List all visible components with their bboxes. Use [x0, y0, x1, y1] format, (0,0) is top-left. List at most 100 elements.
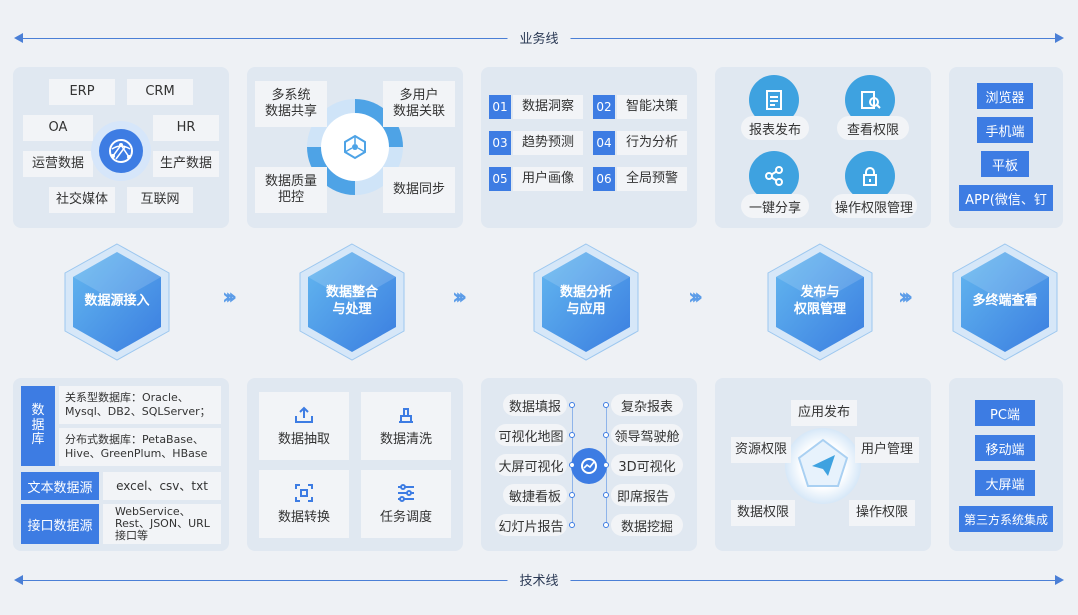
analysis-tool-item: 大屏可视化	[495, 454, 567, 476]
connector-dot	[569, 492, 575, 498]
connector-dot	[603, 522, 609, 528]
connector-dot	[603, 492, 609, 498]
analysis-item: 数据洞察	[513, 95, 583, 119]
process-item: 数据抽取	[259, 392, 349, 460]
lock-icon	[845, 151, 895, 201]
analysis-tool-item: 即席报告	[611, 484, 675, 506]
analysis-hub-icon	[571, 448, 607, 484]
permission-item: 操作权限	[849, 500, 915, 526]
stage-label: 数据整合 与处理	[325, 285, 378, 317]
terminal-item: 第三方系统集成	[959, 506, 1053, 532]
process-label: 任务调度	[379, 509, 432, 525]
permission-item: 应用发布	[791, 400, 857, 426]
analysis-item: 行为分析	[617, 131, 687, 155]
stage-hexagon: 多终端查看	[950, 242, 1060, 362]
source-chip: 互联网	[127, 187, 193, 213]
arrow-right-icon	[1055, 575, 1064, 585]
db-label: 数 据 库	[21, 386, 55, 466]
analysis-tool-item: 领导驾驶舱	[611, 424, 683, 446]
process-panel: 数据抽取 数据清洗 数据转换 任务调度	[247, 378, 463, 551]
upload-icon	[295, 406, 313, 423]
analysis-item: 智能决策	[617, 95, 687, 119]
business-line-label: 业务线	[507, 28, 571, 47]
analysis-tool-item: 敏捷看板	[503, 484, 567, 506]
source-chip: OA	[23, 115, 93, 141]
process-item: 任务调度	[361, 470, 451, 538]
analysis-number: 05	[489, 167, 511, 191]
terminal-item: 浏览器	[977, 83, 1033, 109]
terminal-item: 移动端	[975, 435, 1035, 461]
analysis-tool-item: 幻灯片报告	[495, 514, 567, 536]
source-chip: 社交媒体	[49, 187, 115, 213]
integration-item: 数据同步	[383, 167, 455, 213]
flow-chevron-icon: ›››	[898, 285, 913, 310]
integration-panel: 多系统 数据共享 多用户 数据关联 数据质量 把控 数据同步	[247, 67, 463, 228]
publish-item: 操作权限管理	[831, 194, 917, 218]
connector-dot	[569, 432, 575, 438]
process-label: 数据抽取	[277, 431, 330, 447]
terminal-item: 平板	[981, 151, 1029, 177]
arrow-left-icon	[14, 575, 23, 585]
analysis-tool-item: 数据挖掘	[611, 514, 683, 536]
send-plane-icon	[797, 438, 849, 487]
permission-item: 用户管理	[855, 437, 919, 463]
terminal-item: 大屏端	[975, 470, 1035, 496]
db-relational: 关系型数据库：Oracle、 Mysql、DB2、SQLServer；	[59, 386, 221, 424]
integration-item: 数据质量 把控	[255, 167, 327, 213]
terminal-item: 手机端	[977, 117, 1033, 143]
integration-item: 多系统 数据共享	[255, 81, 327, 127]
source-chip: HR	[153, 115, 219, 141]
stage-label: 数据分析 与应用	[559, 285, 612, 317]
connector-dot	[603, 402, 609, 408]
publish-item: 一键分享	[741, 194, 809, 218]
tech-line-band: 技术线	[14, 566, 1064, 596]
process-item: 数据转换	[259, 470, 349, 538]
connector-dot	[603, 432, 609, 438]
arrow-right-icon	[1055, 33, 1064, 43]
process-item: 数据清洗	[361, 392, 451, 460]
text-source-value: excel、csv、txt	[103, 472, 221, 500]
terminal-item: APP(微信、钉	[959, 185, 1053, 211]
cube-network-icon	[344, 134, 366, 160]
source-chip: CRM	[127, 79, 193, 105]
source-chip: 运营数据	[23, 151, 93, 177]
analysis-item: 全局预警	[617, 167, 687, 191]
business-line-band: 业务线	[14, 24, 1064, 54]
db-distributed: 分布式数据库：PetaBase、 Hive、GreenPlum、HBase	[59, 428, 221, 466]
stage-hexagon: 数据源接入	[62, 242, 172, 362]
api-source-label: 接口数据源	[21, 504, 99, 544]
connector-dot	[569, 522, 575, 528]
cleaning-icon	[399, 407, 413, 423]
publish-item: 报表发布	[741, 116, 809, 140]
process-label: 数据清洗	[379, 431, 432, 447]
analysis-item: 用户画像	[513, 167, 583, 191]
text-source-label: 文本数据源	[21, 472, 99, 500]
analysis-number: 01	[489, 95, 511, 119]
terminal-item: PC端	[975, 400, 1035, 426]
tech-line-label: 技术线	[507, 570, 571, 589]
stage-hexagon: 发布与 权限管理	[765, 242, 875, 362]
terminal-bottom-panel: PC端 移动端 大屏端 第三方系统集成	[949, 378, 1063, 551]
stage-label: 发布与 权限管理	[793, 285, 846, 317]
stage-hexagon: 数据整合 与处理	[297, 242, 407, 362]
arrow-left-icon	[14, 33, 23, 43]
stage-label: 多终端查看	[972, 293, 1038, 309]
analysis-tool-item: 复杂报表	[611, 394, 683, 416]
publish-item: 查看权限	[837, 116, 909, 140]
flow-chevron-icon: ›››	[452, 285, 467, 310]
source-chip: ERP	[49, 79, 115, 105]
db-panel: 数 据 库 关系型数据库：Oracle、 Mysql、DB2、SQLServer…	[13, 378, 229, 551]
connector-dot	[569, 402, 575, 408]
publish-panel: 报表发布 查看权限 一键分享 操作权限管理	[715, 67, 931, 228]
analysis-tool-item: 3D可视化	[611, 454, 683, 476]
process-label: 数据转换	[277, 509, 330, 525]
permission-item: 数据权限	[731, 500, 795, 526]
terminal-panel: 浏览器 手机端 平板 APP(微信、钉	[949, 67, 1063, 228]
integration-item: 多用户 数据关联	[383, 81, 455, 127]
analysis-tool-item: 数据填报	[503, 394, 567, 416]
stage-label: 数据源接入	[84, 293, 150, 309]
flow-chevron-icon: ›››	[688, 285, 703, 310]
analysis-tool-item: 可视化地图	[495, 424, 567, 446]
permission-panel: 应用发布 资源权限 用户管理 数据权限 操作权限	[715, 378, 931, 551]
